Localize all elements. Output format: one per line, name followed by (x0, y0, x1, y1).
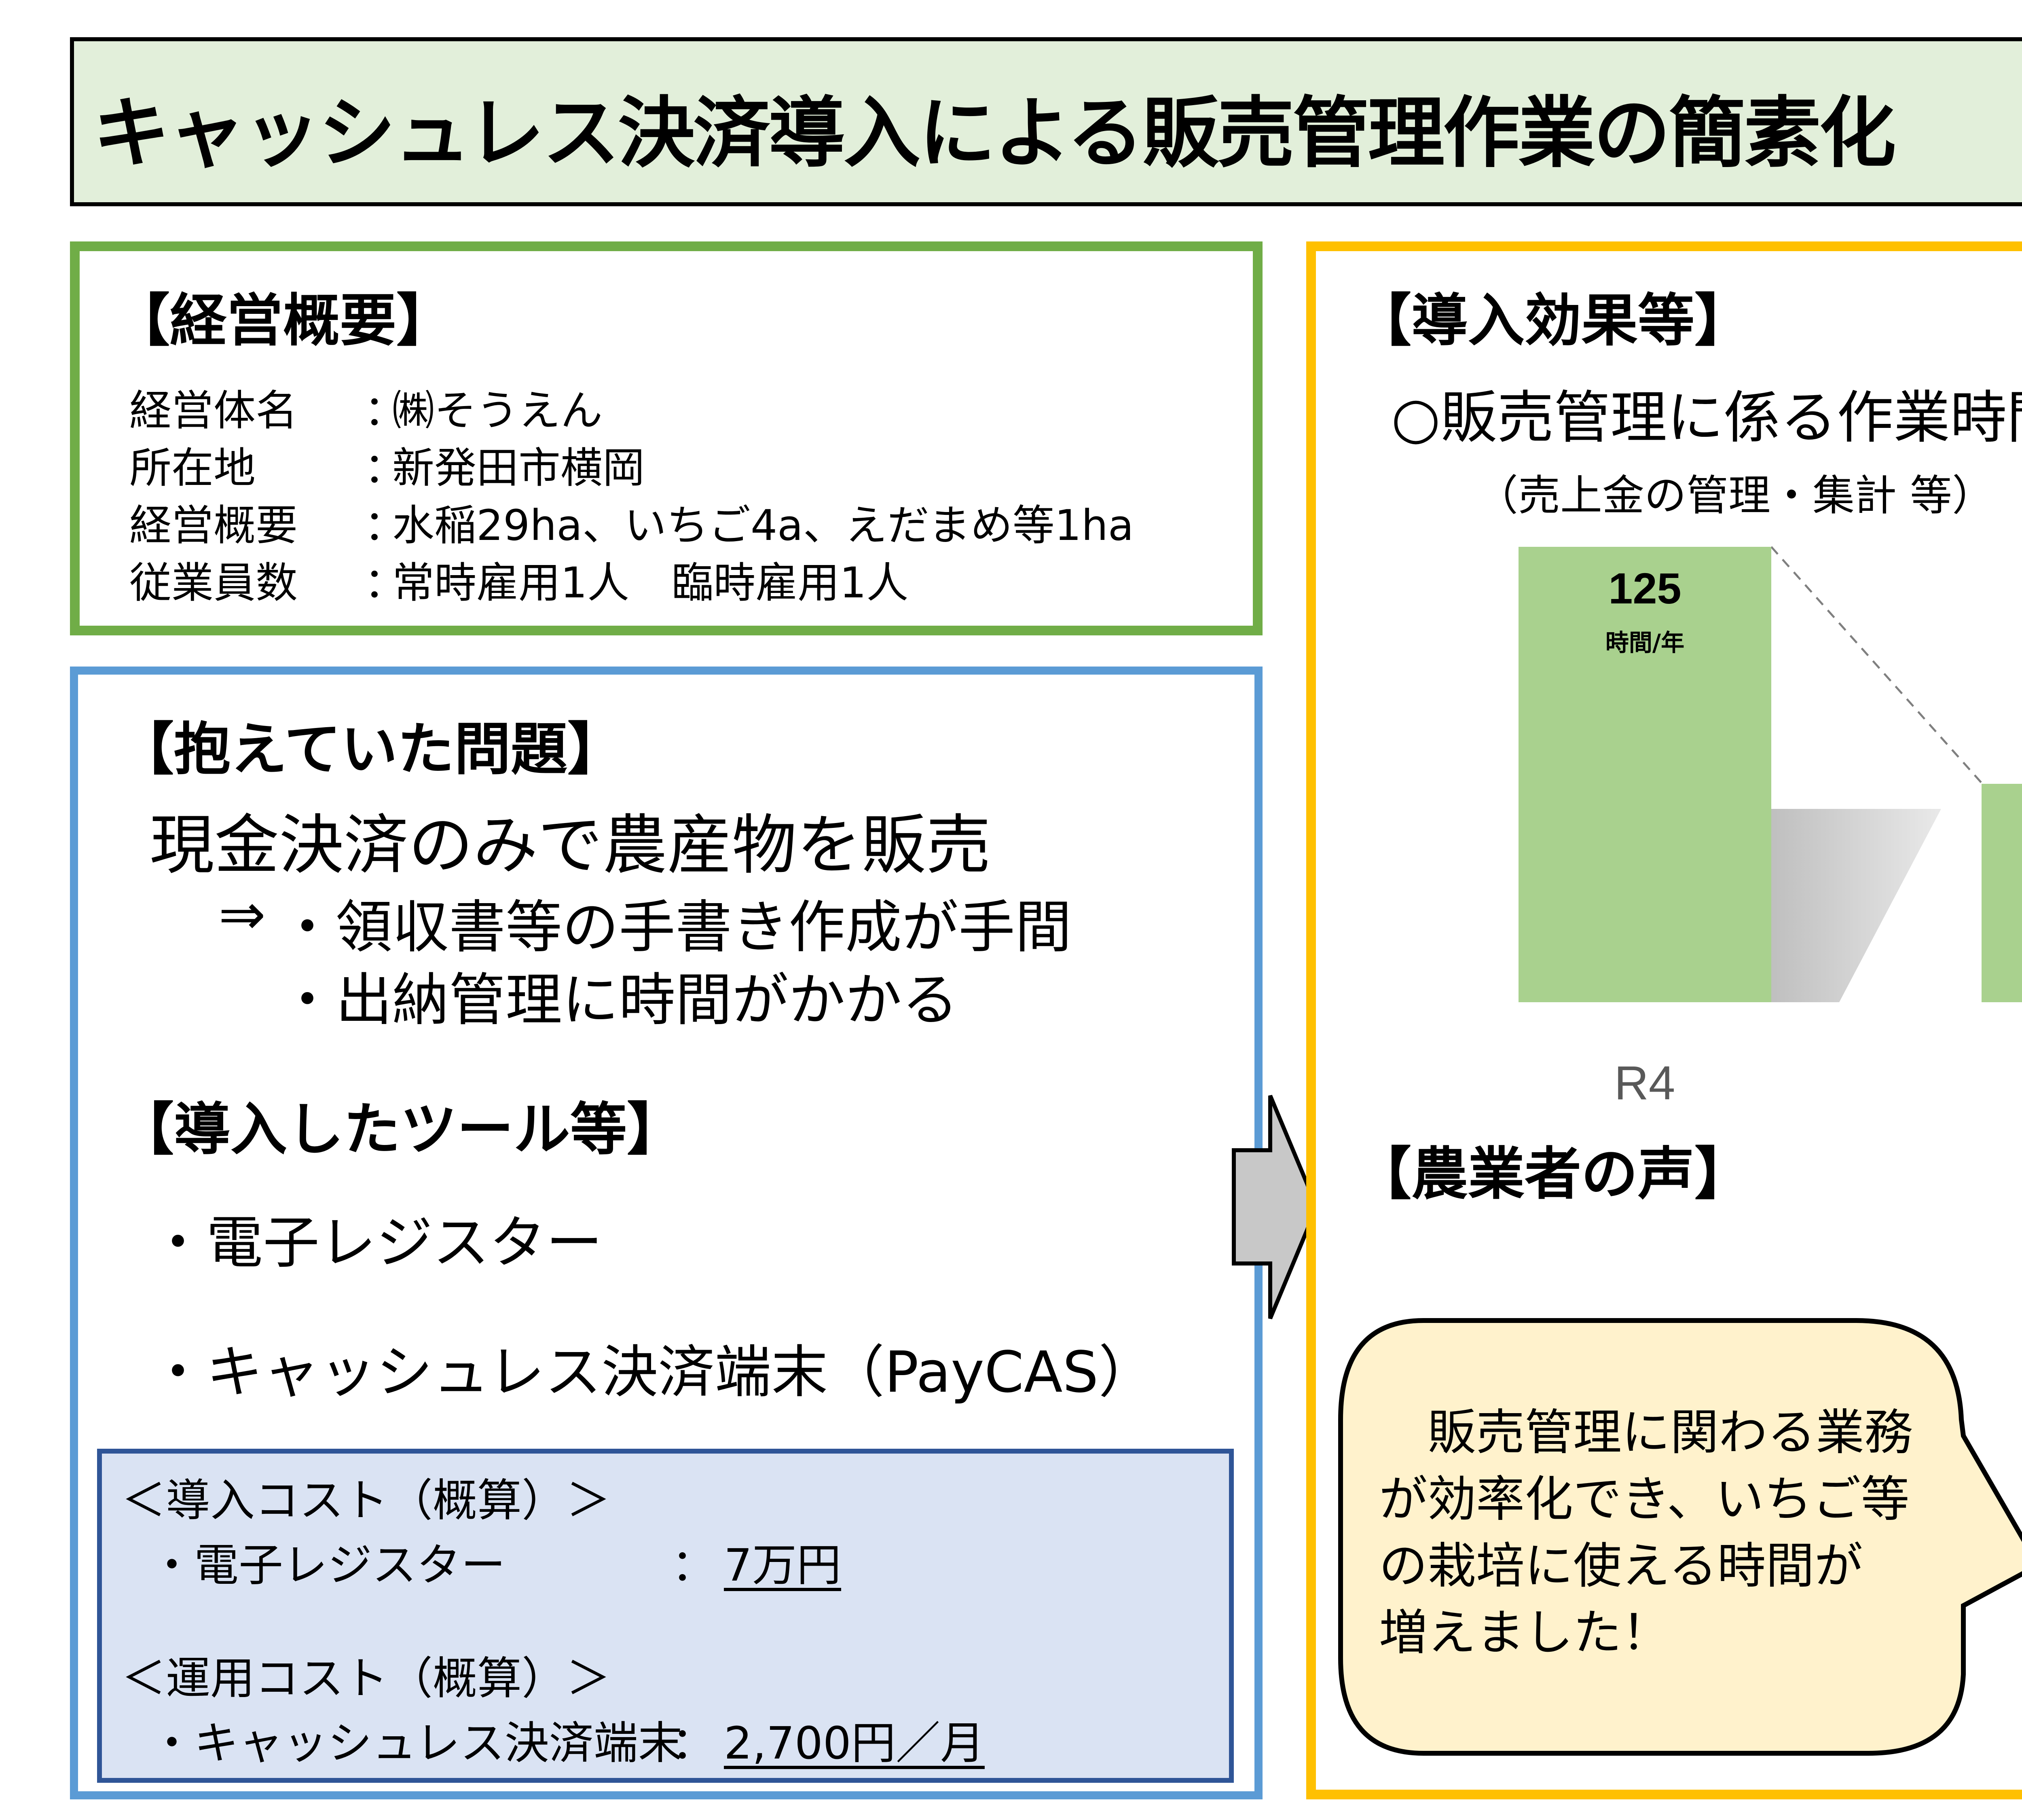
category-label: R6 (1983, 1056, 2022, 1111)
separator: ： (364, 501, 406, 550)
overview-value: ㈱そうえん (392, 386, 603, 435)
overview-value: 新発田市横岡 (392, 443, 645, 493)
separator: ： (364, 443, 406, 493)
effects-headline: ○販売管理に係る作業時間 50%削減 (1391, 372, 2022, 454)
bar-unit: 時間/年 (1982, 855, 2022, 889)
speech-bubble (1338, 1318, 2022, 1756)
category-label: R4 (1614, 1056, 1675, 1110)
tools-heading: 【導入したツール等】 (117, 1097, 684, 1163)
right-arrow-icon (1232, 1095, 1319, 1319)
effects-subline: （売上金の管理・集計 等） (1476, 471, 1995, 520)
overview-key: 経営概要 (129, 501, 298, 550)
bar-r4: 125 時間/年 (1519, 547, 1771, 1002)
problem-main: 現金決済のみで農産物を販売 (150, 807, 991, 883)
separator: ： (364, 386, 406, 435)
page-title: キャッシュレス決済導入による販売管理作業の簡素化 (93, 89, 1896, 178)
cost-panel (97, 1449, 1234, 1783)
overview-value: 水稲29ha、いちご4a、えだまめ等1ha (392, 501, 1134, 550)
tool-item: ・電子レジスター (150, 1210, 603, 1276)
overview-key: 従業員数 (129, 558, 298, 607)
initial-cost-value: 7万円 (724, 1539, 841, 1591)
problem-item: ・領収書等の手書き作成が手間 (279, 895, 1072, 961)
overview-panel (70, 241, 1263, 635)
running-cost-value: 2,700円／月 (724, 1717, 985, 1769)
problem-item: ・出納管理に時間がかかる (279, 967, 959, 1033)
headline-text: ○販売管理に係る作業時間 (1391, 385, 2022, 451)
arrow-glyph: ⇒ (218, 882, 266, 948)
overview-row: 経営体名 ： ㈱そうえん (129, 376, 603, 437)
running-cost-heading: ＜運用コスト（概算）＞ (121, 1653, 611, 1704)
bar-r6: 63 時間/年 (1982, 784, 2022, 1002)
running-cost-item: ・キャッシュレス決済端末 (150, 1717, 683, 1769)
voice-heading: 【農業者の声】 (1355, 1141, 1751, 1207)
overview-key: 経営体名 (129, 386, 298, 435)
separator: ： (671, 1539, 716, 1591)
farmer-quote: 販売管理に関わる業務 が効率化でき、いちご等 の栽培に使える時間が 増えました！ (1379, 1405, 1913, 1661)
tool-item: ・キャッシュレス決済端末（PayCAS） (150, 1340, 1155, 1405)
separator: ： (364, 558, 406, 607)
bar-value: 63 (1982, 794, 2022, 844)
connector-line (1770, 546, 1983, 785)
overview-heading: 【経営概要】 (113, 288, 453, 354)
overview-value: 常時雇用1人 臨時雇用1人 (392, 558, 909, 607)
title-banner (70, 37, 2022, 206)
overview-key: 所在地 (129, 443, 256, 493)
overview-row: 経営概要 ： 水稲29ha、いちご4a、えだまめ等1ha (129, 491, 1134, 552)
overview-row: 所在地 ： 新発田市横岡 (129, 434, 645, 495)
initial-cost-item: ・電子レジスター (150, 1539, 506, 1591)
problem-heading: 【抱えていた問題】 (117, 717, 624, 783)
bar-chart: 125 時間/年 63 時間/年 R4 R6 (1496, 526, 2022, 1132)
separator: ： (671, 1717, 716, 1769)
overview-row: 従業員数 ： 常時雇用1人 臨時雇用1人 (129, 548, 908, 609)
initial-cost-heading: ＜導入コスト（概算）＞ (121, 1475, 611, 1526)
bar-value: 125 (1608, 564, 1681, 613)
effects-heading: 【導入効果等】 (1355, 288, 1751, 354)
bar-unit: 時間/年 (1605, 629, 1685, 656)
